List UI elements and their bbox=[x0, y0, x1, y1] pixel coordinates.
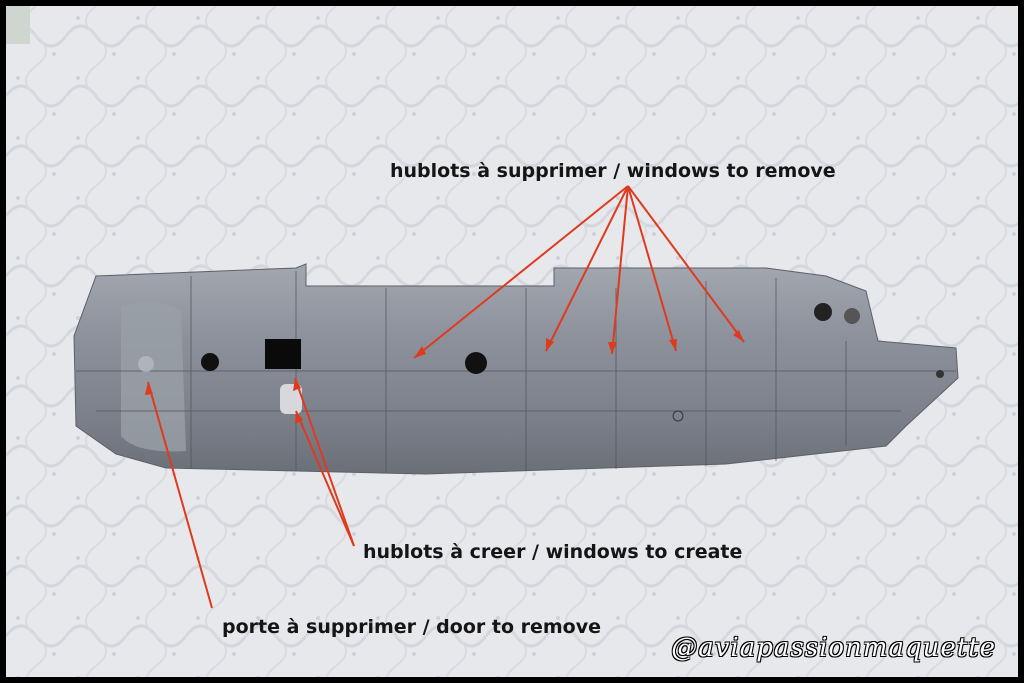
fuselage-model bbox=[73, 263, 959, 475]
label-door-to-remove: porte à supprimer / door to remove bbox=[222, 616, 602, 638]
watermark-logo: @aviapassionmaquette bbox=[671, 633, 996, 663]
label-windows-to-create: hublots à creer / windows to create bbox=[363, 541, 743, 563]
paper-towel-background bbox=[6, 6, 1018, 677]
label-windows-to-remove: hublots à supprimer / windows to remove bbox=[390, 160, 836, 182]
annotation-arrows bbox=[145, 185, 745, 609]
photo-frame: hublots à supprimer / windows to remove … bbox=[6, 6, 1018, 677]
ruler-corner bbox=[6, 6, 30, 44]
